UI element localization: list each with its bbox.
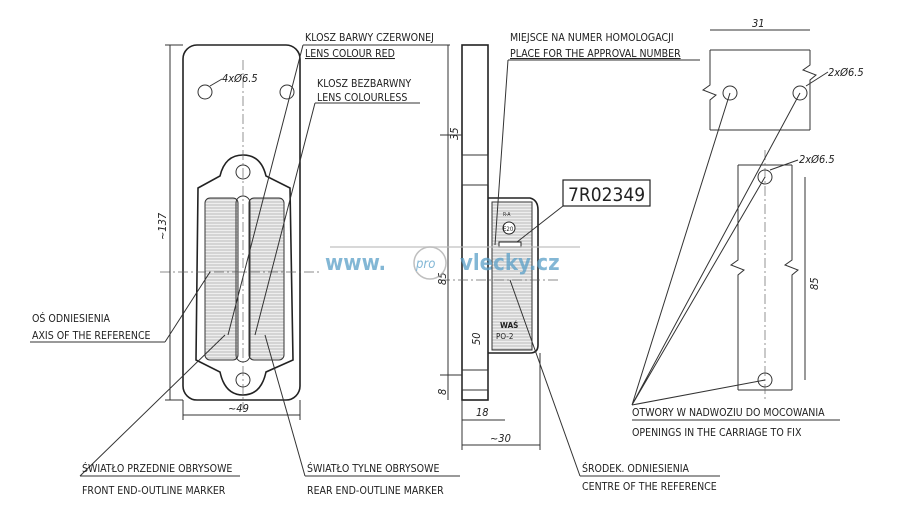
watermark-www: www. (325, 251, 386, 276)
mount-hole (279, 84, 295, 100)
side-view: 35 85 50 8 18 ~30 7R02349 R-A E20 WAŚ PO… (436, 44, 651, 450)
approval-number-box (562, 179, 651, 207)
dim-8: 8 (436, 389, 449, 395)
label-centre-pl: ŚRODEK. ODNIESIENIA (582, 462, 690, 475)
dim-depth: ~30 (490, 432, 511, 445)
label-axis-en: AXIS OF THE REFERENCE (32, 330, 151, 342)
label-lens-clear-en: LENS COLOURLESS (317, 92, 407, 104)
dim-holes-bottom: 2xØ6.5 (799, 153, 835, 166)
holes-view: 31 2xØ6.5 2xØ6.5 85 (631, 17, 864, 406)
dim-18: 18 (476, 406, 489, 419)
label-centre-en: CENTRE OF THE REFERENCE (582, 481, 717, 493)
approval-number: 7R02349 (568, 184, 645, 206)
label-holes-en: OPENINGS IN THE CARRIAGE TO FIX (632, 427, 802, 439)
model: PO-2 (496, 332, 513, 341)
label-rear-en: REAR END-OUTLINE MARKER (307, 485, 444, 497)
label-rear-pl: ŚWIATŁO TYLNE OBRYSOWE (307, 462, 439, 475)
mount-hole (197, 84, 213, 100)
dim-front-holes: 4xØ6.5 (222, 72, 258, 85)
dim-50: 50 (470, 332, 483, 345)
label-front-pl: ŚWIATŁO PRZEDNIE OBRYSOWE (82, 462, 232, 475)
watermark: www. pro vlecky.cz (325, 246, 580, 280)
e-mark: E20 (503, 226, 514, 233)
lens-colourless (204, 197, 239, 361)
dim-85-right: 85 (808, 277, 821, 290)
label-approval-pl: MIEJSCE NA NUMER HOMOLOGACJI (510, 32, 674, 44)
label-approval-en: PLACE FOR THE APPROVAL NUMBER (510, 48, 681, 60)
label-holes-pl: OTWORY W NADWOZIU DO MOCOWANIA (632, 407, 825, 419)
brand: WAŚ (500, 319, 518, 330)
dim-holes-top: 2xØ6.5 (828, 66, 864, 79)
label-lens-red-en: LENS COLOUR RED (305, 48, 395, 60)
e-mark-icon (502, 221, 516, 235)
leaders (30, 44, 840, 477)
label-axis-pl: OŚ ODNIESIENIA (32, 312, 111, 325)
dim-31: 31 (752, 17, 765, 30)
lens-red (248, 197, 285, 361)
dim-85: 85 (436, 272, 449, 285)
labels: KLOSZ BARWY CZERWONEJ LENS COLOUR RED KL… (32, 32, 825, 497)
dim-35: 35 (448, 127, 461, 140)
ra-mark: R-A (503, 212, 511, 218)
label-lens-clear-pl: KLOSZ BEZBARWNY (317, 78, 411, 90)
dim-width: ~49 (228, 402, 249, 415)
label-lens-red-pl: KLOSZ BARWY CZERWONEJ (305, 32, 434, 44)
watermark-domain: vlecky.cz (460, 251, 560, 276)
label-front-en: FRONT END-OUTLINE MARKER (82, 485, 226, 497)
dim-height: ~137 (156, 212, 169, 240)
watermark-pro: pro (415, 257, 435, 272)
front-view: ~137 ~49 4xØ6.5 (156, 44, 320, 420)
